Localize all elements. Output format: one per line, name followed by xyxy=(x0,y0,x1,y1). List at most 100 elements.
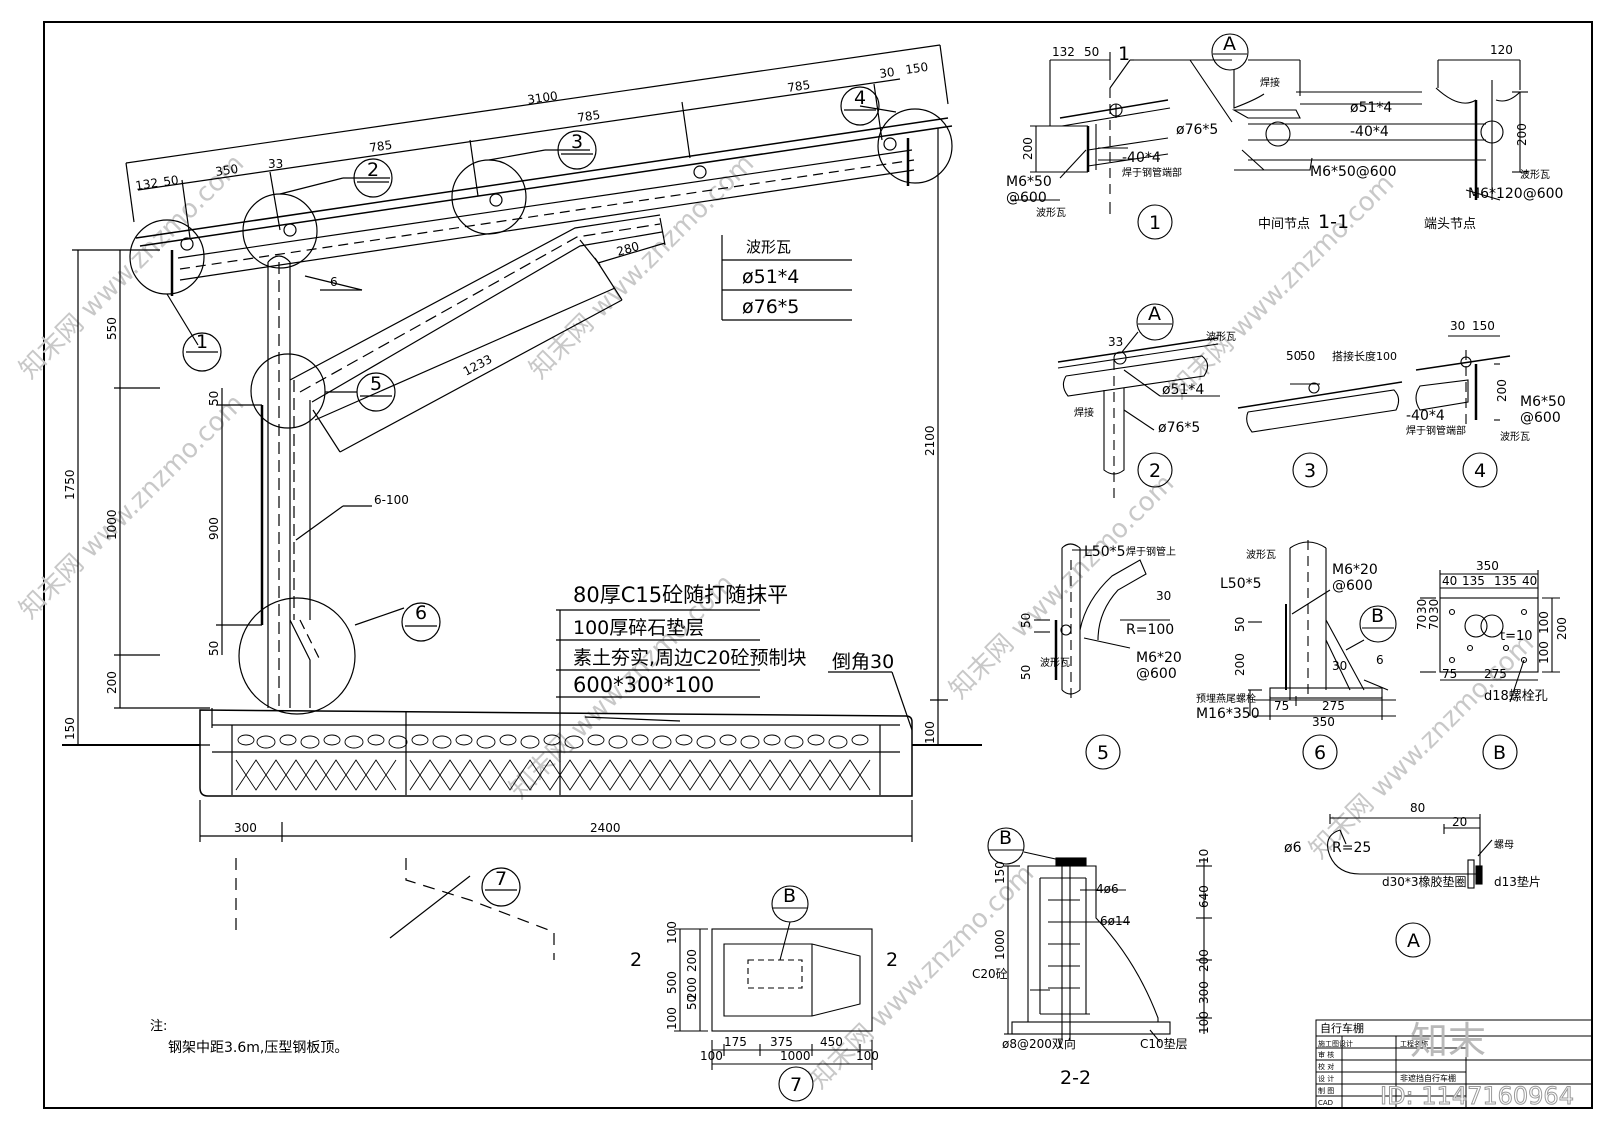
dim-50-bottom: 50 xyxy=(207,641,221,656)
foundation-slab xyxy=(199,709,913,797)
d5-30: 30 xyxy=(1156,589,1171,603)
d6-75: 75 xyxy=(1274,699,1289,713)
dA-washer: d30*3橡胶垫圈 xyxy=(1382,874,1467,889)
d7-375: 375 xyxy=(770,1035,793,1049)
dB-num: B xyxy=(1493,742,1506,764)
brace-bottom-edge xyxy=(311,231,663,403)
main-callouts xyxy=(182,86,880,891)
d6-bolt: M6*20 xyxy=(1332,562,1378,578)
roof-sheet-line xyxy=(135,117,949,239)
main-elevation xyxy=(62,44,982,960)
d1-50: 50 xyxy=(1084,45,1099,59)
d7-mark: B xyxy=(783,885,796,907)
dim-550: 550 xyxy=(105,317,119,340)
d1-at600: @600 xyxy=(1006,190,1047,206)
callout-3: 3 xyxy=(571,131,583,153)
dim-900: 900 xyxy=(207,517,221,540)
dim-2100: 2100 xyxy=(923,425,937,456)
dim-1750: 1750 xyxy=(63,469,77,500)
dim-132: 132 xyxy=(134,176,159,193)
dB-100: 100 xyxy=(1537,611,1551,634)
d4-bolt: M6*50 xyxy=(1520,394,1566,410)
tb-r4: 设 计 xyxy=(1318,1074,1334,1083)
dB-75: 75 xyxy=(1442,667,1457,681)
d7-num: 7 xyxy=(790,1074,802,1096)
dim-50: 50 xyxy=(162,173,179,189)
roof-beam-bottom xyxy=(179,169,915,281)
d5-roof: 波形瓦 xyxy=(1040,656,1070,669)
d6-200: 200 xyxy=(1233,653,1247,676)
d4-at: @600 xyxy=(1520,410,1561,426)
callout-2: 2 xyxy=(367,159,379,181)
footnote: 注: 钢架中距3.6m,压型钢板顶。 xyxy=(150,1019,348,1056)
d2-pipe51: ø51*4 xyxy=(1162,382,1204,398)
d7-200a: 200 xyxy=(685,949,699,972)
sheet-frame xyxy=(43,21,1593,1109)
d1-plate: -40*4 xyxy=(1122,150,1161,166)
d7-section-right: 2 xyxy=(886,949,898,971)
d1-weld: 焊接 xyxy=(1260,76,1280,89)
dB-40b: 40 xyxy=(1522,574,1537,588)
d6-roof: 波形瓦 xyxy=(1246,548,1276,561)
weld-6-100: 6-100 xyxy=(374,493,409,507)
dA-nut: 螺母 xyxy=(1494,839,1514,851)
dB-70b: 70 xyxy=(1427,615,1441,630)
s22-pad: C10垫层 xyxy=(1140,1036,1188,1051)
dim-1233: 1233 xyxy=(461,352,495,379)
d1-bolt2: M6*120@600 xyxy=(1468,186,1563,202)
title-block-labels: 自行车棚 施工图设计 审 核 校 对 设 计 制 图 CAD 工程名称 非遮挡自… xyxy=(1318,1019,1574,1111)
s22-10: 10 xyxy=(1197,849,1211,864)
d1-end-node: 端头节点 xyxy=(1424,217,1476,232)
dim-30: 30 xyxy=(878,65,895,81)
d1-132: 132 xyxy=(1052,45,1075,59)
tb-r3: 校 对 xyxy=(1318,1062,1334,1071)
details-2-3-4-labels: 33 A 波形瓦 ø51*4 ø76*5 焊接 2 50 50 搭接长度100 … xyxy=(1074,303,1566,482)
d7-450: 450 xyxy=(820,1035,843,1049)
d7-175: 175 xyxy=(724,1035,747,1049)
main-dimensions: 3100 785 785 785 30 150 132 50 350 33 55… xyxy=(63,60,937,835)
s22-stirrup: ø8@200双向 xyxy=(1002,1036,1076,1051)
d5-bolt: M6*20 xyxy=(1136,650,1182,666)
dB-t: t=10 xyxy=(1500,629,1533,644)
d4-30: 30 xyxy=(1450,319,1465,333)
detail-1-num: 1 xyxy=(1149,212,1161,234)
detail-1-mark: A xyxy=(1223,33,1236,55)
d1-roof: 波形瓦 xyxy=(1036,206,1066,219)
s22-conc: C20砼 xyxy=(972,967,1008,981)
d4-num: 4 xyxy=(1474,460,1486,482)
detail-7 xyxy=(674,885,873,1102)
footnote-body: 钢架中距3.6m,压型钢板顶。 xyxy=(168,1040,348,1056)
main-callout-labels: 1 2 3 4 5 6 7 xyxy=(196,87,866,890)
tb-unit: 工程名称 xyxy=(1400,1039,1428,1048)
d3-splice: 搭接长度100 xyxy=(1332,349,1397,363)
d3-num: 3 xyxy=(1304,460,1316,482)
dim-785c: 785 xyxy=(786,78,811,95)
s22-640: 640 xyxy=(1197,885,1211,908)
note-block: 600*300*100 xyxy=(573,673,714,697)
d6-mark: B xyxy=(1371,605,1384,627)
detail-A xyxy=(1327,814,1493,958)
detail-A-labels: 80 20 ø6 R=25 d30*3橡胶垫圈 螺母 d13垫片 A xyxy=(1284,801,1541,952)
s22-150: 150 xyxy=(993,861,1007,884)
dB-40: 40 xyxy=(1442,574,1457,588)
detail-1-section-mark: 1 xyxy=(1118,43,1130,65)
dA-20: 20 xyxy=(1452,815,1467,829)
d7-100d: 100 xyxy=(856,1049,879,1063)
d1-pipe76: ø76*5 xyxy=(1176,122,1218,138)
s22-1000: 1000 xyxy=(993,929,1007,960)
dB-135a: 135 xyxy=(1462,574,1485,588)
title-block xyxy=(1315,1019,1593,1109)
dA-phi6: ø6 xyxy=(1284,840,1302,856)
callout-4: 4 xyxy=(854,87,866,109)
d2-33: 33 xyxy=(1108,335,1123,349)
roof-beam-axis xyxy=(179,159,915,270)
section-1-1: 1-1 xyxy=(1318,211,1349,233)
member-legend: 波形瓦 ø51*4 ø76*5 xyxy=(742,238,799,318)
footnote-title: 注: xyxy=(150,1019,167,1034)
dB-100b: 100 xyxy=(1537,641,1551,664)
dim-200: 200 xyxy=(105,671,119,694)
dim-50-top: 50 xyxy=(207,391,221,406)
callout-7: 7 xyxy=(495,868,507,890)
d6-anchor-note: 预埋燕尾螺栓 xyxy=(1196,692,1256,705)
